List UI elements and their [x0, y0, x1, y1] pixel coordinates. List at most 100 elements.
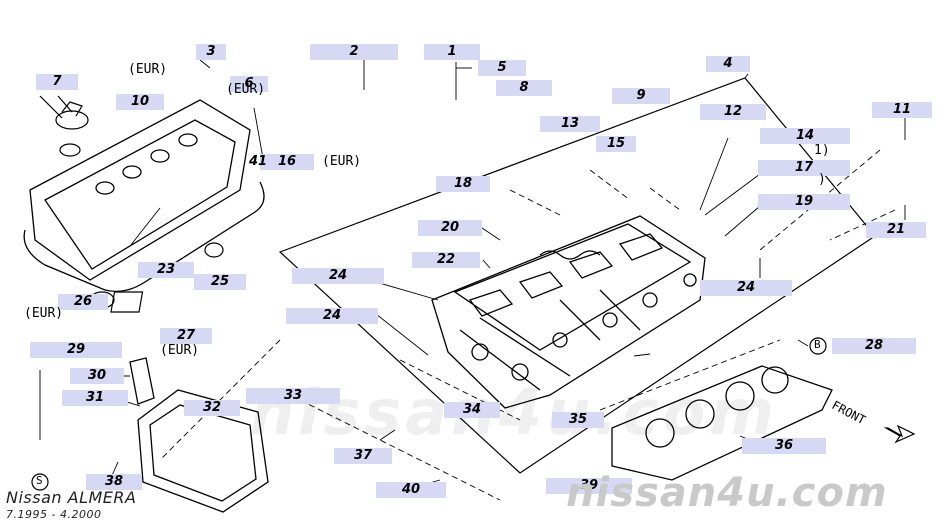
production-period: 7.1995 - 4.2000	[6, 508, 102, 521]
part-number-21: 21	[886, 222, 906, 237]
label-box-7	[36, 74, 78, 90]
eur-note-3: (EUR)	[128, 62, 168, 77]
part-number-27: 27	[176, 328, 196, 343]
part-number-36: 36	[774, 438, 794, 453]
eur-note-26: (EUR)	[24, 306, 64, 321]
label-box-34	[444, 402, 500, 418]
eur-note-16: (EUR)	[322, 154, 362, 169]
label-box-23	[138, 262, 194, 278]
part-number-24: 24	[322, 308, 342, 323]
part-number-4: 4	[723, 56, 733, 71]
part-number-12: 12	[723, 104, 743, 119]
label-box-10	[116, 94, 164, 110]
part-number-34: 34	[462, 402, 482, 417]
marker-s: S	[36, 474, 43, 487]
label-box-28	[832, 338, 916, 354]
part-number-28: 28	[864, 338, 884, 353]
part-number-33: 33	[283, 388, 303, 403]
label-box-22	[412, 252, 480, 268]
label-box-9	[612, 88, 670, 104]
label-box-24	[292, 268, 384, 284]
part-number-3: 3	[206, 44, 216, 59]
oil-cap	[39, 95, 89, 157]
part-number-19: 19	[794, 194, 814, 209]
heat-shield	[129, 357, 269, 513]
part-number-22: 22	[436, 252, 456, 267]
label-box-25	[194, 274, 246, 290]
part-number-23: 23	[156, 262, 176, 277]
part-number-24: 24	[736, 280, 756, 295]
label-box-15	[596, 136, 636, 152]
front-arrow	[883, 424, 916, 444]
part-number-31: 31	[85, 390, 105, 405]
label-box-40	[376, 482, 446, 498]
note-1: 1)	[814, 143, 830, 158]
label-box-35	[552, 412, 604, 428]
label-box-24	[700, 280, 792, 296]
label-box-24	[286, 308, 378, 324]
part-number-26: 26	[73, 294, 93, 309]
label-box-2	[310, 44, 398, 60]
marker-b: B	[814, 338, 821, 351]
part-number-10: 10	[130, 94, 150, 109]
label-box-37	[334, 448, 392, 464]
part-number-6: 6	[244, 76, 254, 91]
label-box-31	[62, 390, 128, 406]
eur-note-6: (EUR)	[226, 82, 266, 97]
part-number-40: 40	[401, 482, 421, 497]
part-number-30: 30	[87, 368, 107, 383]
part-number-25: 25	[210, 274, 230, 289]
part-number-32: 32	[202, 400, 222, 415]
part-number-41: 41	[248, 154, 268, 169]
note-paren: )	[818, 172, 826, 187]
part-number-35: 35	[568, 412, 588, 427]
part-number-5: 5	[497, 60, 507, 75]
part-number-7: 7	[52, 74, 62, 89]
label-box-16	[260, 154, 314, 170]
label-box-6	[230, 76, 268, 92]
label-box-26	[58, 294, 108, 310]
label-box-1	[424, 44, 480, 60]
eur-note-27: (EUR)	[160, 343, 200, 358]
part-number-24: 24	[328, 268, 348, 283]
part-number-38: 38	[104, 474, 124, 489]
label-box-20	[418, 220, 482, 236]
label-box-13	[540, 116, 600, 132]
part-number-2: 2	[349, 44, 359, 59]
rocker-cover	[23, 99, 265, 293]
label-box-29	[30, 342, 122, 358]
part-number-8: 8	[519, 80, 529, 95]
label-box-12	[700, 104, 766, 120]
label-box-39	[546, 478, 632, 494]
part-number-16: 16	[277, 154, 297, 169]
label-box-8	[496, 80, 552, 96]
label-box-36	[742, 438, 826, 454]
label-box-11	[872, 102, 932, 118]
watermark: nissan4u.com	[566, 470, 888, 516]
part-number-1: 1	[447, 44, 457, 59]
part-number-9: 9	[636, 88, 646, 103]
label-box-5	[478, 60, 526, 76]
part-number-14: 14	[795, 128, 815, 143]
grommet-25	[204, 242, 224, 258]
part-number-11: 11	[892, 102, 912, 117]
part-number-18: 18	[453, 176, 473, 191]
label-box-30	[70, 368, 124, 384]
label-box-17	[758, 160, 850, 176]
rubber-27	[110, 291, 144, 313]
label-box-4	[706, 56, 750, 72]
model-title: Nissan ALMERA	[6, 488, 137, 507]
label-box-19	[758, 194, 850, 210]
part-number-13: 13	[560, 116, 580, 131]
part-number-29: 29	[66, 342, 86, 357]
label-box-27	[160, 328, 212, 344]
label-box-32	[184, 400, 240, 416]
part-number-37: 37	[353, 448, 373, 463]
label-box-21	[866, 222, 926, 238]
marker-s-circle	[31, 473, 49, 491]
label-box-14	[760, 128, 850, 144]
part-number-20: 20	[440, 220, 460, 235]
part-number-15: 15	[606, 136, 626, 151]
